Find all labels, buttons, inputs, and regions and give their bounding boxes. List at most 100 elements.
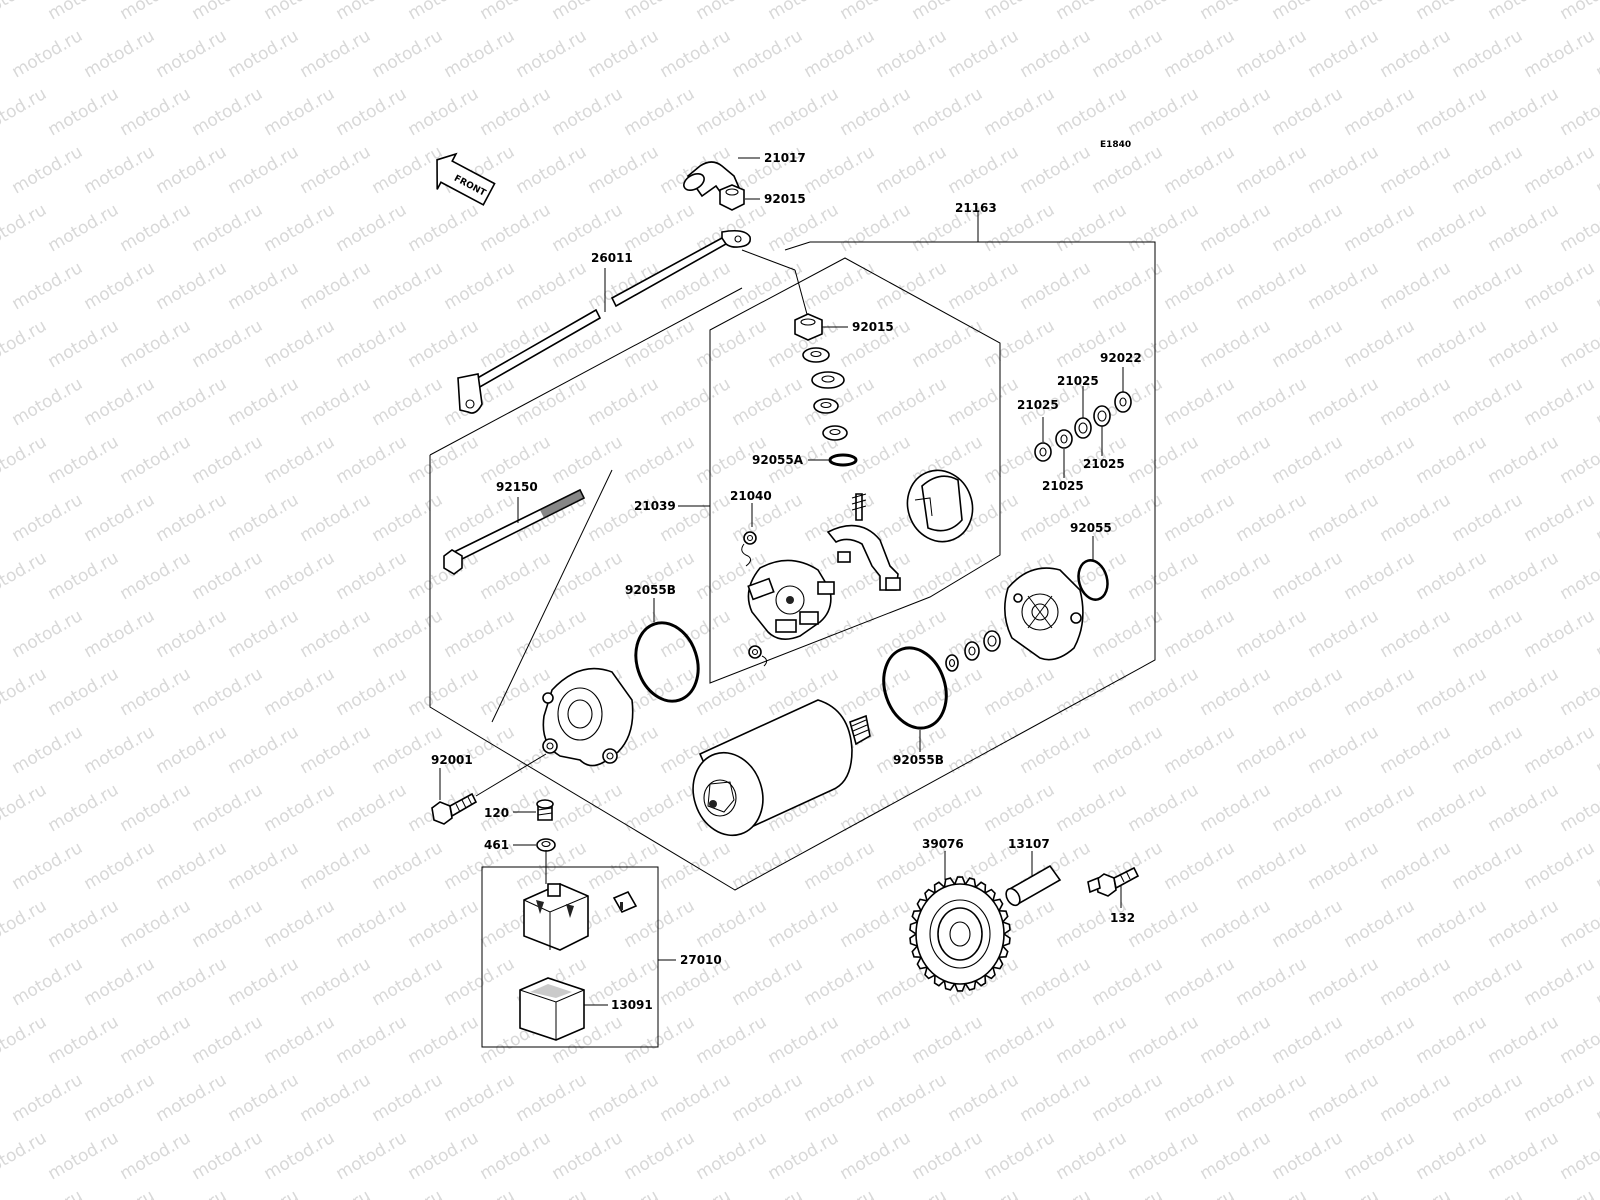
watermark-text: motod.ru (1557, 1012, 1600, 1068)
watermark-text: motod.ru (369, 1070, 447, 1126)
watermark-text: motod.ru (549, 780, 627, 836)
watermark-text: motod.ru (1233, 838, 1311, 894)
watermark-text: motod.ru (1197, 1012, 1275, 1068)
watermark-text: motod.ru (405, 896, 483, 952)
watermark-text: motod.ru (1485, 84, 1563, 140)
watermark-text: motod.ru (405, 0, 483, 24)
watermark-text: motod.ru (297, 954, 375, 1010)
watermark-text: motod.ru (1485, 664, 1563, 720)
watermark-text: motod.ru (801, 26, 879, 82)
watermark-text: motod.ru (549, 84, 627, 140)
watermark-text: motod.ru (837, 200, 915, 256)
watermark-text: motod.ru (225, 142, 303, 198)
watermark-text: motod.ru (513, 26, 591, 82)
watermark-text: motod.ru (837, 896, 915, 952)
watermark-text: motod.ru (261, 780, 339, 836)
watermark-text: motod.ru (1161, 258, 1239, 314)
watermark-text: motod.ru (981, 316, 1059, 372)
watermark-text: motod.ru (153, 954, 231, 1010)
watermark-text: motod.ru (1521, 1070, 1599, 1126)
watermark-text: motod.ru (1485, 1128, 1563, 1184)
label-39076: 39076 (922, 837, 964, 851)
watermark-text: motod.ru (369, 1186, 447, 1200)
label-21025-b: 21025 (1017, 398, 1059, 412)
watermark-text: motod.ru (153, 838, 231, 894)
watermark-text: motod.ru (1485, 896, 1563, 952)
watermark-text: motod.ru (261, 84, 339, 140)
watermark-text: motod.ru (1449, 374, 1527, 430)
watermark-text: motod.ru (1017, 490, 1095, 546)
watermark-text: motod.ru (1125, 780, 1203, 836)
watermark-text: motod.ru (1485, 548, 1563, 604)
watermark-text: motod.ru (261, 1012, 339, 1068)
watermark-text: motod.ru (297, 26, 375, 82)
watermark-text: motod.ru (81, 374, 159, 430)
watermark-text: motod.ru (1557, 84, 1600, 140)
watermark-text: motod.ru (261, 200, 339, 256)
watermark-text: motod.ru (0, 664, 50, 720)
watermark-text: motod.ru (9, 142, 87, 198)
starter-motor-yoke (692, 699, 871, 837)
watermark-text: motod.ru (1233, 490, 1311, 546)
watermark-text: motod.ru (1305, 374, 1383, 430)
watermark-text: motod.ru (873, 26, 951, 82)
watermark-text: motod.ru (405, 664, 483, 720)
label-92015-lower: 92015 (852, 320, 894, 334)
watermark-text: motod.ru (837, 1012, 915, 1068)
watermark-text: motod.ru (1017, 142, 1095, 198)
watermark-text: motod.ru (477, 84, 555, 140)
watermark-text: motod.ru (873, 722, 951, 778)
watermark-text: motod.ru (81, 954, 159, 1010)
watermark-text: motod.ru (81, 142, 159, 198)
label-21040: 21040 (730, 489, 772, 503)
watermark-text: motod.ru (1305, 258, 1383, 314)
watermark-text: motod.ru (1197, 1128, 1275, 1184)
watermark-text: motod.ru (1053, 1128, 1131, 1184)
watermark-text: motod.ru (1413, 200, 1491, 256)
watermark-text: motod.ru (1413, 548, 1491, 604)
washers-21025 (1034, 367, 1132, 478)
watermark-text: motod.ru (621, 84, 699, 140)
watermark-text: motod.ru (405, 1012, 483, 1068)
watermark-text: motod.ru (909, 0, 987, 24)
watermark-text: motod.ru (945, 1186, 1023, 1200)
watermark-text: motod.ru (837, 0, 915, 24)
watermark-text: motod.ru (1521, 1186, 1599, 1200)
brush-holder-frame (678, 257, 1001, 684)
watermark-text: motod.ru (909, 1128, 987, 1184)
watermark-text: motod.ru (153, 490, 231, 546)
watermark-text: motod.ru (693, 0, 771, 24)
watermark-text: motod.ru (1485, 432, 1563, 488)
watermark-text: motod.ru (45, 0, 123, 24)
watermark-text: motod.ru (441, 258, 519, 314)
watermark-text: motod.ru (1341, 548, 1419, 604)
watermark-text: motod.ru (153, 722, 231, 778)
watermark-text: motod.ru (81, 722, 159, 778)
watermark-text: motod.ru (261, 432, 339, 488)
watermark-text: motod.ru (1161, 1070, 1239, 1126)
watermark-text: motod.ru (369, 374, 447, 430)
watermark-text: motod.ru (1557, 548, 1600, 604)
watermark-text: motod.ru (1521, 954, 1599, 1010)
watermark-text: motod.ru (225, 838, 303, 894)
watermark-text: motod.ru (1557, 432, 1600, 488)
watermark-text: motod.ru (0, 548, 50, 604)
watermark-text: motod.ru (189, 432, 267, 488)
watermark-text: motod.ru (1197, 896, 1275, 952)
through-bolt-92150 (443, 469, 613, 723)
watermark-text: motod.ru (369, 490, 447, 546)
watermark-text: motod.ru (1161, 954, 1239, 1010)
watermark-text: motod.ru (1053, 780, 1131, 836)
watermark-text: motod.ru (1053, 200, 1131, 256)
diagram-code: E1840 (1100, 140, 1131, 150)
watermark-text: motod.ru (765, 84, 843, 140)
watermark-text: motod.ru (189, 664, 267, 720)
watermark-text: motod.ru (1377, 374, 1455, 430)
watermark-text: motod.ru (1233, 1186, 1311, 1200)
watermark-text: motod.ru (405, 1128, 483, 1184)
watermark-text: motod.ru (369, 258, 447, 314)
watermark-text: motod.ru (45, 316, 123, 372)
watermark-text: motod.ru (1089, 142, 1167, 198)
watermark-text: motod.ru (1197, 780, 1275, 836)
watermark-text: motod.ru (1197, 664, 1275, 720)
